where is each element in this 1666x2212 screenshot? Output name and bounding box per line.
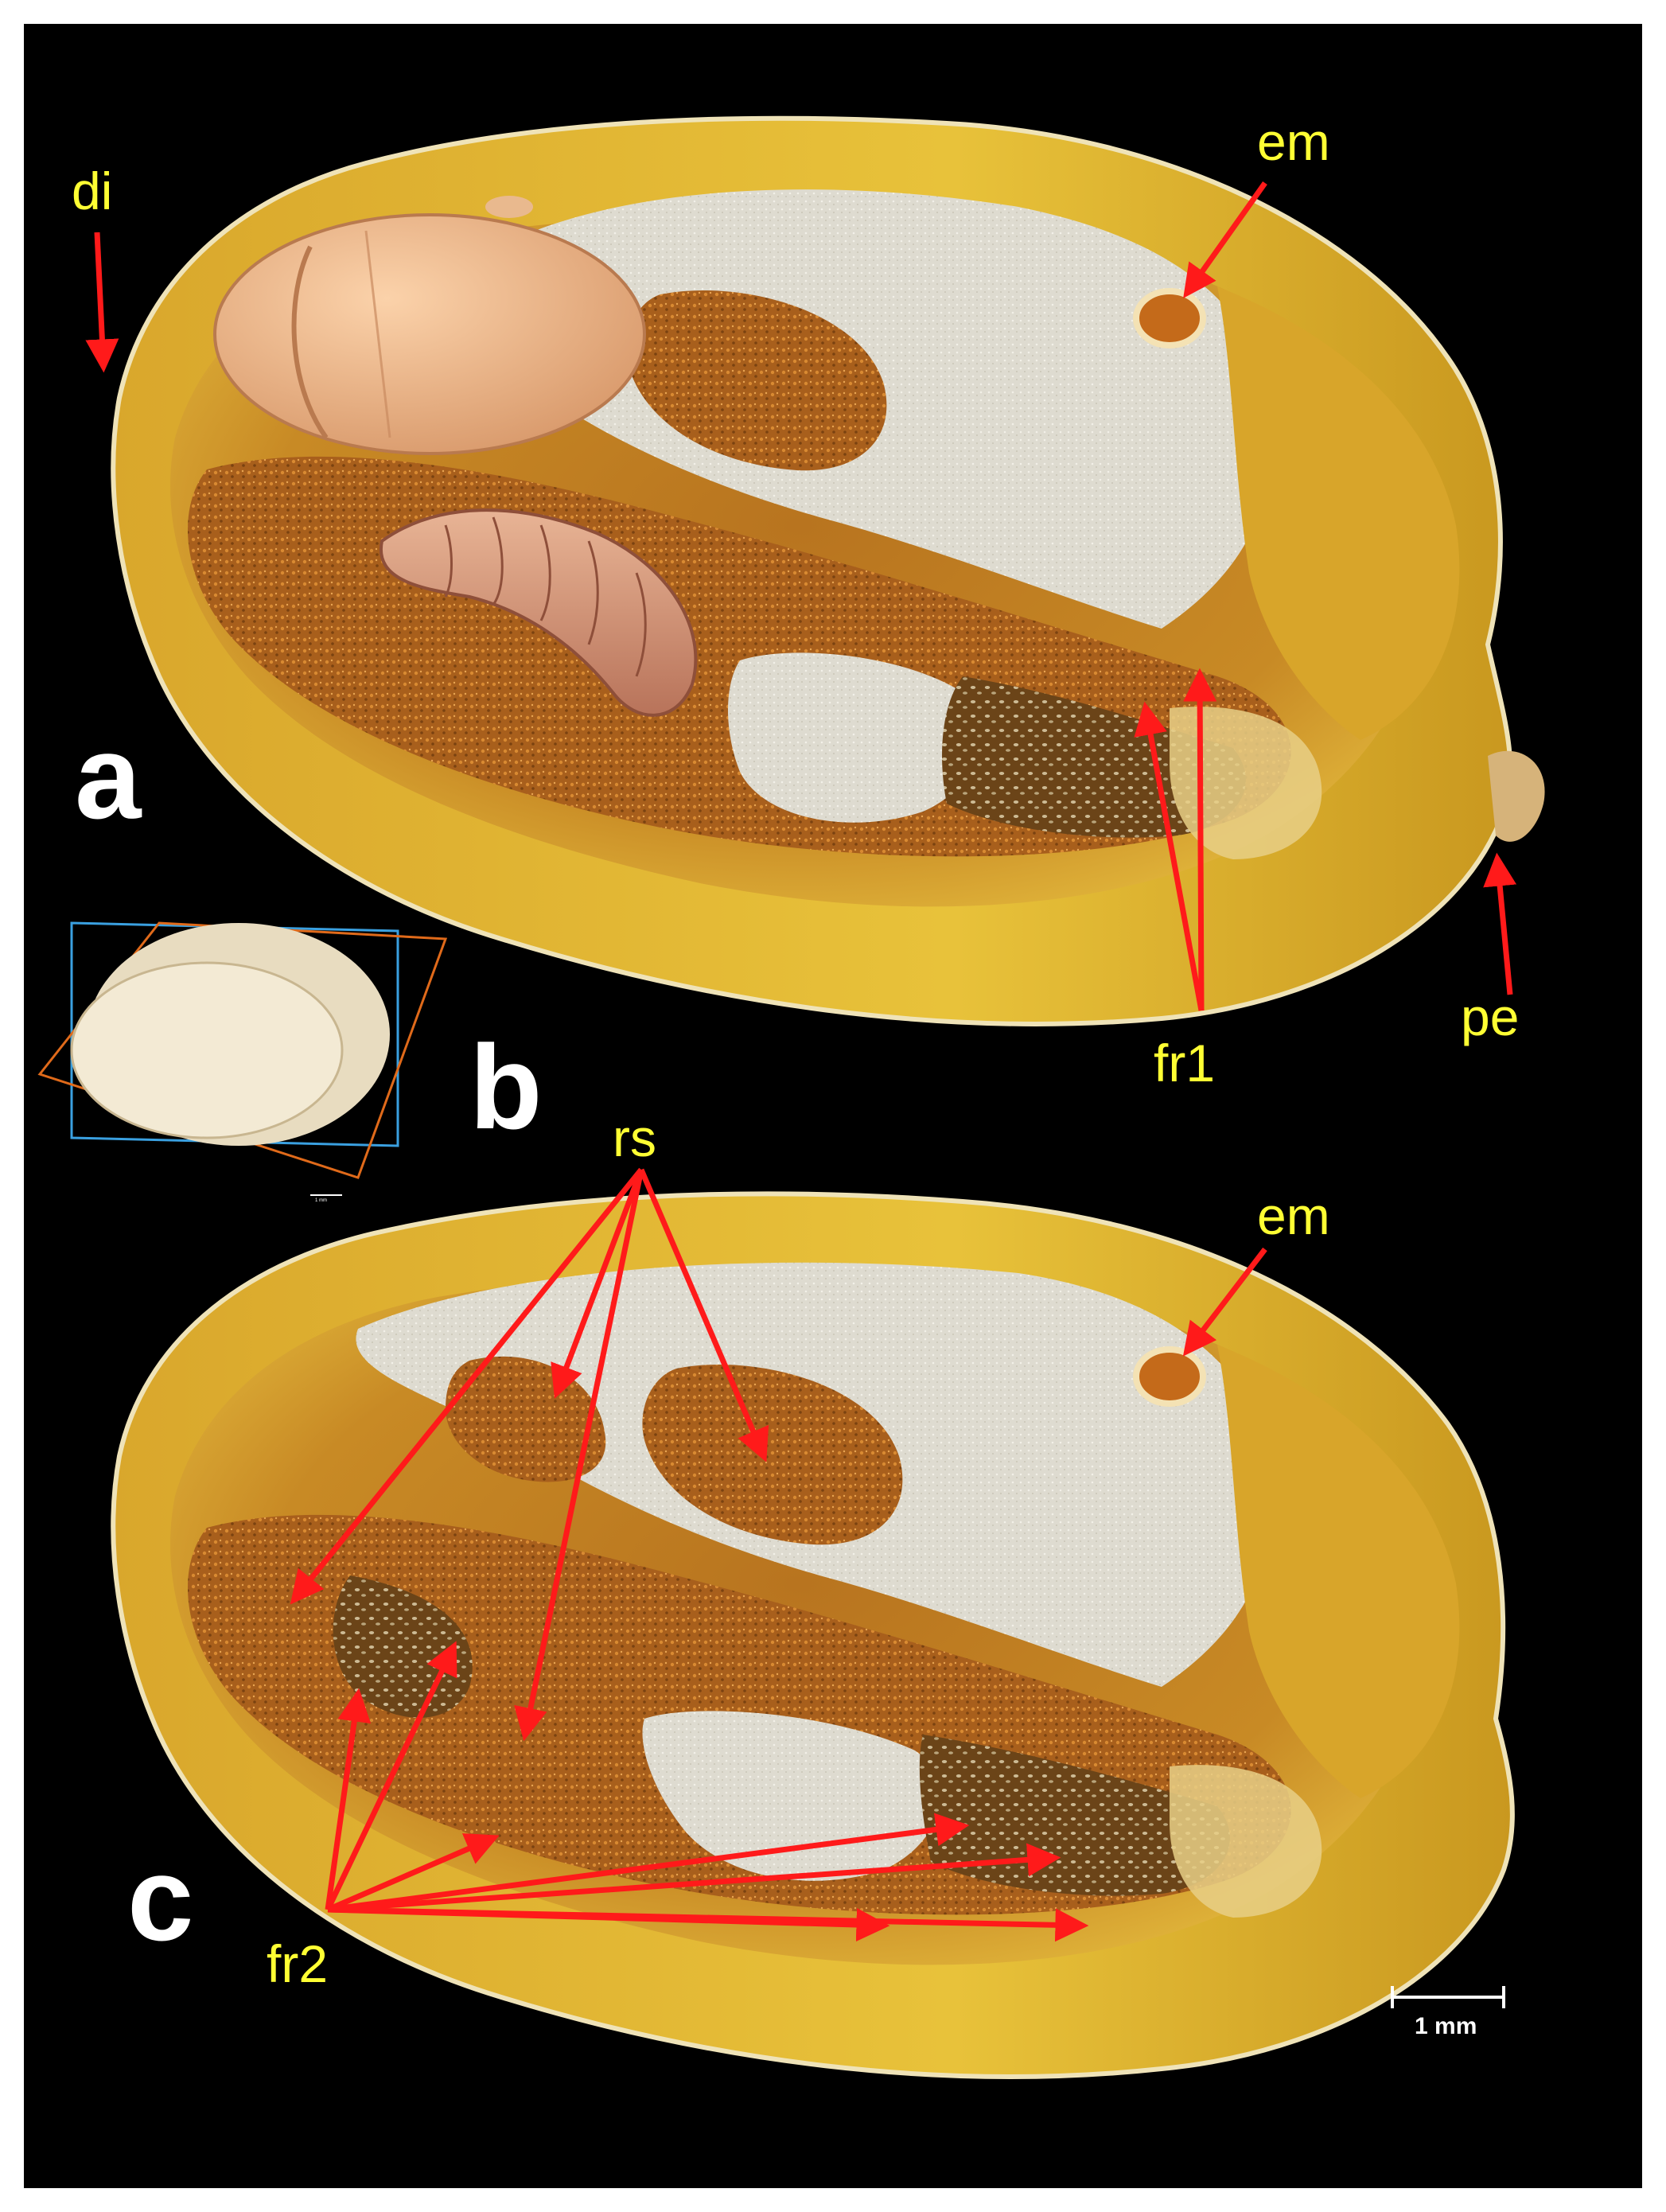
inset-scale-label: 1 mm [315, 1198, 327, 1203]
panel-letter-b: b [469, 1020, 543, 1154]
label-di: di [72, 162, 113, 220]
label-rs: rs [613, 1108, 656, 1167]
grain-c [111, 1191, 1515, 2079]
label-em-c: em [1257, 1186, 1330, 1245]
grain-b-inset [37, 921, 448, 1196]
label-em-a: em [1257, 112, 1330, 171]
figure-panel: di em pe fr1 rs em fr2 a b c 1 mm 1 mm [24, 24, 1642, 2188]
beetle-adult [213, 196, 646, 455]
scale-bar [1391, 1986, 1505, 2008]
panel-letter-c: c [127, 1832, 194, 1965]
label-fr1: fr1 [1154, 1034, 1216, 1092]
label-pe: pe [1461, 987, 1520, 1046]
annotation-arrows [85, 181, 1517, 1942]
label-fr2: fr2 [267, 1934, 329, 1993]
panel-letter-a: a [75, 710, 142, 843]
scale-bar-label: 1 mm [1415, 2013, 1477, 2039]
grain-a [111, 115, 1545, 1026]
grain-section-illustration [37, 115, 1545, 2079]
larva [379, 508, 698, 717]
